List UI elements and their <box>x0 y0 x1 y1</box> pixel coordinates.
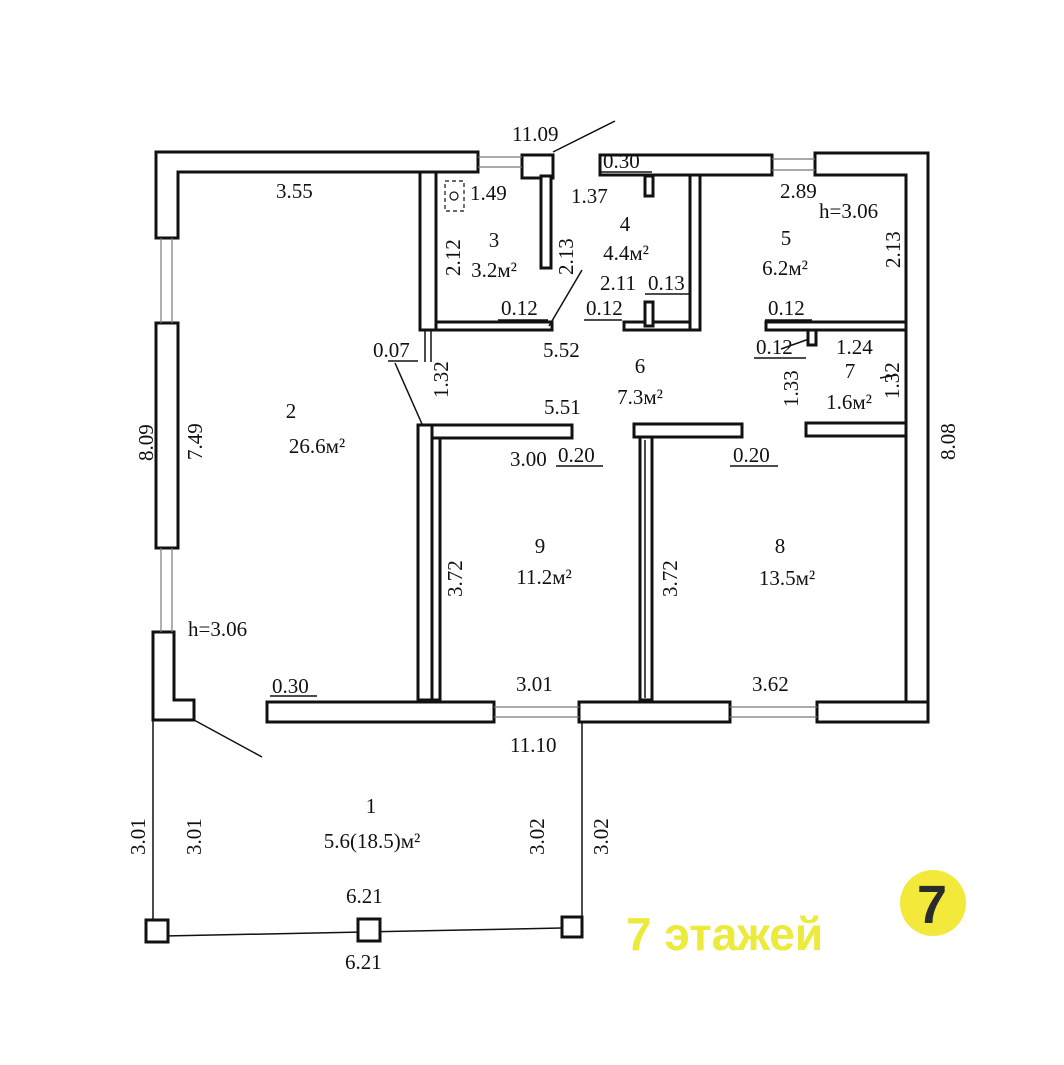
dim-left-inner: 7.49 <box>183 423 207 460</box>
exterior-walls <box>151 150 930 724</box>
seven-storeys-logo-icon: 7 <box>900 870 966 936</box>
dim-room4-bottom: 2.11 <box>600 271 636 295</box>
dim-room4-wall: 0.12 <box>586 296 623 320</box>
dim-left-outer: 8.09 <box>134 424 158 461</box>
dim-room5-height: 2.13 <box>881 231 905 268</box>
room-4-area: 4.4м² <box>603 241 649 265</box>
room-7-area: 1.6м² <box>826 390 872 414</box>
room-labels: 1 5.6(18.5)м² 2 26.6м² 3 3.2м² 4 4.4м² 5… <box>286 212 872 853</box>
room-8-number: 8 <box>775 534 786 558</box>
room-3-area: 3.2м² <box>471 258 517 282</box>
dim-room9-bottom: 3.01 <box>516 672 553 696</box>
dim-room8-height: 3.72 <box>658 560 682 597</box>
dim-room9-height: 3.72 <box>443 560 467 597</box>
dim-room7-width: 1.24 <box>836 335 873 359</box>
dim-room5-width: 2.89 <box>780 179 817 203</box>
dim-room9-width: 3.00 <box>510 447 547 471</box>
dim-top-wall: 0.30 <box>603 149 640 173</box>
dim-room7-left: 1.33 <box>779 370 803 407</box>
room-1-area: 5.6(18.5)м² <box>324 829 421 853</box>
dim-room4-step: 0.13 <box>648 271 685 295</box>
brand-text: 7 этажей <box>626 908 823 960</box>
room-9-area: 11.2м² <box>516 565 572 589</box>
dim-right-outer: 8.08 <box>936 423 960 460</box>
dim-room2-width: 3.55 <box>276 179 313 203</box>
interior-walls <box>416 170 908 702</box>
dim-room2-ceiling: h=3.06 <box>188 617 247 641</box>
door-swings <box>193 120 897 758</box>
dim-terrace-left-inner: 3.01 <box>182 818 206 855</box>
room-6-number: 6 <box>635 354 646 378</box>
dim-room8-bottom: 3.62 <box>752 672 789 696</box>
terrace <box>144 720 584 944</box>
room-9-number: 9 <box>535 534 546 558</box>
dim-room4-width: 1.37 <box>571 184 608 208</box>
dimension-labels: 11.09 0.30 3.55 1.49 1.37 2.89 h=3.06 2.… <box>126 122 960 974</box>
dim-hall-bottom: 5.51 <box>544 395 581 419</box>
brand-watermark: 7 этажей 7 <box>626 870 966 960</box>
room-8-area: 13.5м² <box>759 566 815 590</box>
room-5-area: 6.2м² <box>762 256 808 280</box>
dim-room3-height: 2.12 <box>441 239 465 276</box>
logo-glyph: 7 <box>917 875 947 935</box>
dim-bottom-total: 11.10 <box>510 733 556 757</box>
room-1-number: 1 <box>366 794 377 818</box>
room-6-area: 7.3м² <box>617 385 663 409</box>
dim-room3-width: 1.49 <box>470 181 507 205</box>
dim-terrace-outer-width: 6.21 <box>345 950 382 974</box>
dim-bottom-wall: 0.30 <box>272 674 309 698</box>
dim-terrace-inner-width: 6.21 <box>346 884 383 908</box>
room-2-area: 26.6м² <box>289 434 345 458</box>
room-4-number: 4 <box>620 212 631 236</box>
dim-top-total: 11.09 <box>512 122 558 146</box>
dim-room5-ceiling: h=3.06 <box>819 199 878 223</box>
dim-terrace-right-outer: 3.02 <box>589 818 613 855</box>
dim-room4-height: 2.13 <box>554 238 578 275</box>
toilet-icon <box>444 180 465 212</box>
dim-room8-wall: 0.20 <box>733 443 770 467</box>
dim-terrace-right-inner: 3.02 <box>525 818 549 855</box>
dim-room5-wall: 0.12 <box>768 296 805 320</box>
dim-room7-right: 1.32 <box>880 362 904 399</box>
dim-room3-wall: 0.12 <box>501 296 538 320</box>
dim-room9-wall: 0.20 <box>558 443 595 467</box>
dim-room7-wall: 0.12 <box>756 335 793 359</box>
room-2-number: 2 <box>286 399 297 423</box>
dimension-underlines <box>270 171 812 697</box>
room-7-number: 7 <box>845 359 856 383</box>
room-3-number: 3 <box>489 228 500 252</box>
room-5-number: 5 <box>781 226 792 250</box>
dim-terrace-left-outer: 3.01 <box>126 818 150 855</box>
dim-hall-wall: 0.07 <box>373 338 410 362</box>
windows <box>160 156 817 718</box>
dim-hall-left: 1.32 <box>429 361 453 398</box>
dim-hall-top: 5.52 <box>543 338 580 362</box>
